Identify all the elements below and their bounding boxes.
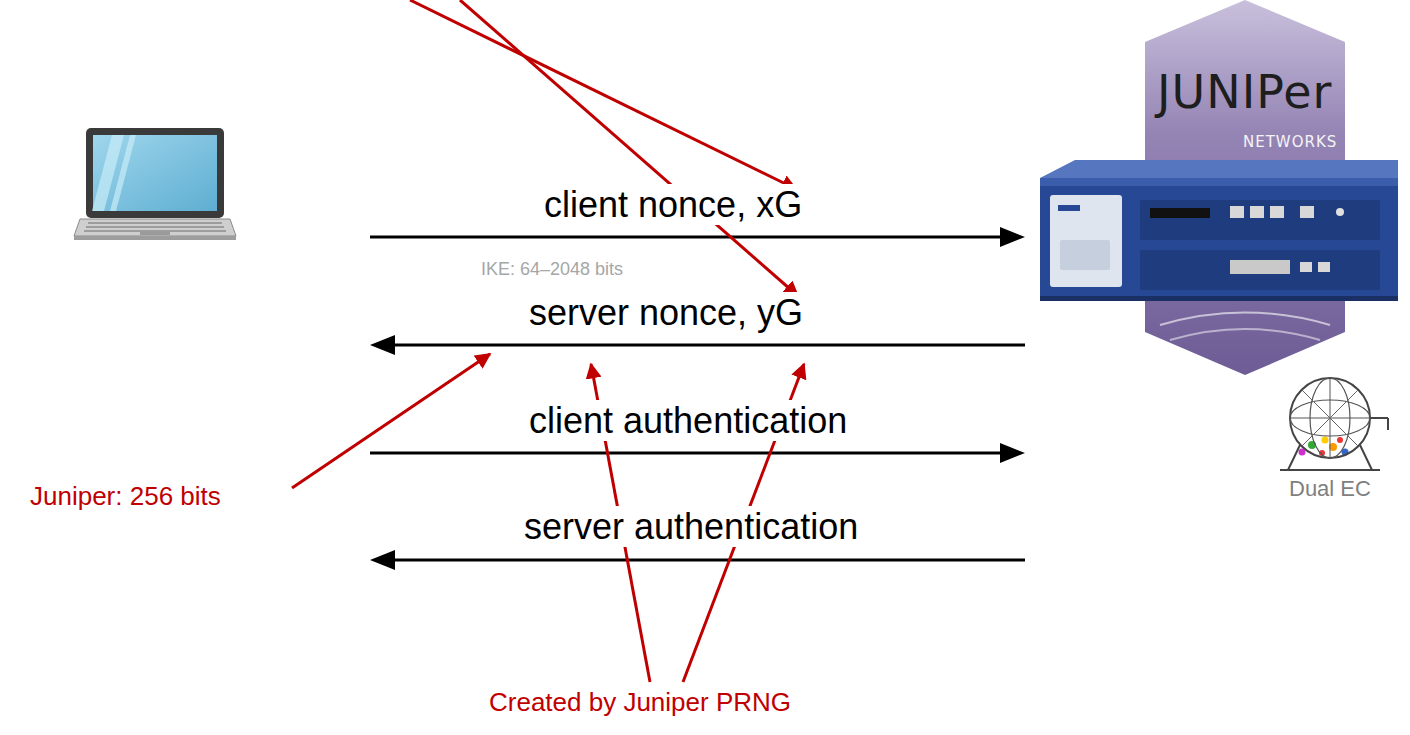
logo-subtext: NETWORKS	[1240, 134, 1340, 151]
leader-line	[410, 0, 796, 189]
leader-line	[292, 354, 490, 488]
logo-text: JUNIPer	[1154, 66, 1336, 119]
message-label: server authentication	[521, 506, 861, 547]
annotation: Juniper: 256 bits	[27, 482, 224, 512]
annotation: Created by Juniper PRNG	[486, 688, 794, 718]
message-label: client authentication	[526, 400, 850, 441]
logo-swoosh	[1160, 313, 1330, 326]
leader-line	[460, 0, 798, 296]
size-note: IKE: 64–2048 bits	[478, 259, 626, 280]
message-arrow	[370, 443, 1025, 463]
laptop-icon	[74, 128, 236, 240]
message-label: client nonce, xG	[541, 184, 805, 225]
device-caption: Dual EC	[1286, 476, 1374, 501]
message-arrow	[370, 550, 1025, 570]
message-arrow	[370, 227, 1025, 247]
firewall-device	[1040, 160, 1398, 301]
message-arrow	[370, 335, 1025, 355]
bingo-cage	[1280, 378, 1388, 470]
logo-swoosh	[1170, 329, 1320, 340]
message-label: server nonce, yG	[526, 292, 806, 333]
